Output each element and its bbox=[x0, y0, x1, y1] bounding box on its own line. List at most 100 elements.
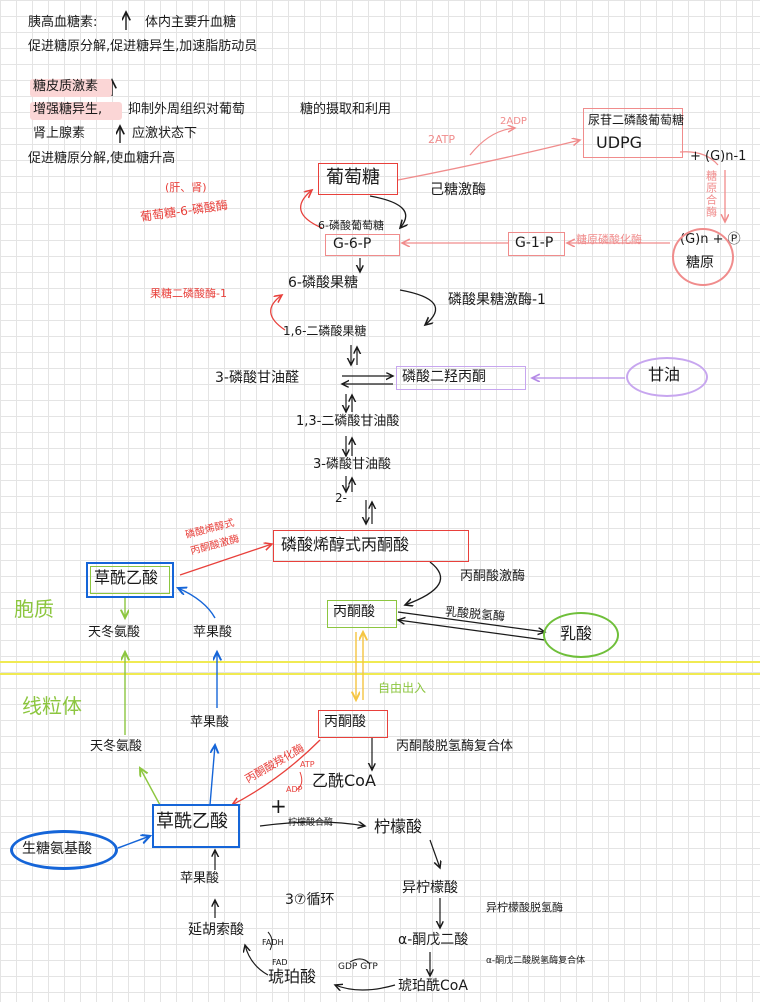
fumarate-label: 延胡索酸 bbox=[188, 922, 244, 938]
transport-label: 自由出入 bbox=[378, 681, 427, 695]
bpg13-label: 1,3-二磷酸甘油酸 bbox=[296, 414, 400, 429]
aspartate-cyto-label: 天冬氨酸 bbox=[88, 625, 141, 640]
succinate-label: 琥珀酸 bbox=[268, 967, 317, 986]
pg3-label: 3-磷酸甘油酸 bbox=[313, 457, 391, 472]
adp-label: 2ADP bbox=[500, 116, 527, 127]
fbpase1-arrow bbox=[270, 295, 286, 331]
icdh-label: 异柠檬酸脱氢酶 bbox=[486, 901, 563, 914]
glucose-label: 葡萄糖 bbox=[326, 167, 380, 188]
atp-mito-label: ATP bbox=[300, 760, 315, 769]
glycerol-circle bbox=[626, 357, 708, 397]
oxaloacetate-to-aspartate-mito-arrow bbox=[140, 768, 161, 806]
cortisol-effect-c: 糖的摄取和利用 bbox=[300, 102, 392, 117]
gn1-label: + (G)n-1 bbox=[690, 149, 747, 164]
glucagon-effect: 促进糖原分解,促进糖异生,加速脂肪动员 bbox=[28, 39, 258, 54]
f6p-label: 6-磷酸果糖 bbox=[288, 275, 358, 291]
pfk1-arrow bbox=[399, 289, 437, 325]
g6pase-arrow bbox=[300, 190, 323, 229]
adp-mito-label: ADP bbox=[286, 785, 303, 794]
oxaloacetate-mito-label: 草酰乙酸 bbox=[156, 811, 228, 832]
cortisol-label: 糖皮质激素 bbox=[33, 79, 99, 94]
fadh-label: FADH bbox=[262, 938, 284, 947]
malate-cyto-label: 苹果酸 bbox=[193, 625, 233, 640]
pep-label: 磷酸烯醇式丙酮酸 bbox=[281, 535, 410, 554]
g6p-name: 6-磷酸葡萄糖 bbox=[318, 219, 384, 232]
plus-sign: + bbox=[270, 794, 287, 818]
udpg-abbr: UDPG bbox=[596, 133, 643, 152]
cytoplasm-label: 胞质 bbox=[14, 597, 54, 621]
udpg-box bbox=[583, 108, 683, 158]
g1p-box bbox=[508, 232, 565, 256]
hexokinase-label: 己糖激酶 bbox=[430, 182, 486, 198]
dhap-box bbox=[396, 366, 526, 390]
epinephrine-label: 肾上腺素 bbox=[33, 126, 86, 141]
malate-mito-up-label: 苹果酸 bbox=[190, 715, 230, 730]
malate-mito-label: 苹果酸 bbox=[180, 871, 220, 886]
g3p-label: 3-磷酸甘油醛 bbox=[215, 370, 299, 386]
fbpase1-label: 果糖二磷酸酶-1 bbox=[150, 287, 227, 300]
highlight bbox=[30, 79, 112, 97]
citrate-label: 柠檬酸 bbox=[374, 817, 423, 836]
udpg-name: 尿苷二磷酸葡萄糖 bbox=[588, 113, 685, 127]
gtp-curl bbox=[349, 958, 371, 965]
pyruvate-box bbox=[327, 600, 397, 628]
cortisol-effect-a: 增强糖异生, bbox=[33, 102, 103, 117]
fad-curl bbox=[267, 931, 273, 951]
glucogenic-aa-arrow bbox=[117, 836, 150, 849]
epinephrine-effect: 促进糖原分解,使血糖升高 bbox=[28, 151, 176, 166]
oxaloacetate-mito-box bbox=[152, 804, 240, 848]
atp-curl bbox=[295, 771, 303, 791]
tca-arrow bbox=[429, 839, 440, 868]
udpg-to-synthase-line bbox=[679, 151, 719, 166]
epinephrine-condition: 应激状态下 bbox=[132, 126, 198, 141]
glycerol-label: 甘油 bbox=[648, 365, 681, 384]
akgdh-label: α-酮戊二酸脱氢酶复合体 bbox=[486, 956, 586, 966]
pepck-arrow bbox=[179, 544, 272, 576]
tca-cycle-label: 3⑦循环 bbox=[285, 892, 335, 908]
glucagon-label: 胰高血糖素: bbox=[28, 15, 98, 30]
dhap-label: 磷酸二羟丙酮 bbox=[402, 369, 486, 385]
pep-box bbox=[273, 530, 469, 562]
citrate-synthase-arrow bbox=[259, 822, 365, 826]
pyruvate-carboxylase-arrow bbox=[232, 739, 321, 805]
citrate-synthase-label: 柠檬酸合酶 bbox=[288, 818, 334, 828]
malate-to-oxaloacetate-arrow bbox=[178, 588, 216, 619]
pk-label: 丙酮酸激酶 bbox=[460, 569, 526, 584]
glucogenic-aa-circle bbox=[10, 830, 118, 870]
ldh-arrow bbox=[397, 611, 545, 632]
cortisol-effect-b: 抑制外周组织对葡萄 bbox=[128, 102, 246, 117]
glucagon-role: 体内主要升血糖 bbox=[145, 15, 237, 30]
acetyl-coa-label: 乙酰CoA bbox=[312, 771, 376, 790]
pyruvate-mito-box bbox=[318, 710, 388, 738]
ldh-arrow-back bbox=[398, 620, 546, 641]
pdh-label: 丙酮酸脱氢酶复合体 bbox=[396, 739, 514, 754]
highlight bbox=[30, 102, 122, 120]
tca-arrow bbox=[245, 945, 269, 976]
glycogen-label: 糖原 bbox=[686, 255, 714, 271]
g6p-box bbox=[325, 234, 400, 256]
oxaloacetate-cyto-label: 草酰乙酸 bbox=[94, 568, 159, 587]
mitochondria-label: 线粒体 bbox=[22, 694, 82, 718]
phosphorylase-label: 糖原磷酸化酶 bbox=[576, 233, 642, 246]
aspartate-mito-label: 天冬氨酸 bbox=[90, 739, 143, 754]
f16bp-label: 1,6-二磷酸果糖 bbox=[283, 324, 367, 338]
fad-label: FAD bbox=[272, 958, 288, 967]
glycogen-circle bbox=[672, 228, 734, 286]
liver-kidney-label: (肝、肾) bbox=[165, 181, 207, 194]
isocitrate-label: 异柠檬酸 bbox=[402, 880, 458, 896]
pg2-label: 2- bbox=[335, 491, 347, 505]
lactate-circle bbox=[543, 612, 619, 658]
g1p-label: G-1-P bbox=[515, 235, 554, 251]
atp-adp-arrow bbox=[469, 128, 515, 156]
pyruvate-mito-label: 丙酮酸 bbox=[324, 714, 366, 730]
gdp-gtp-label: GDP GTP bbox=[338, 962, 378, 972]
oxaloacetate-cyto-box bbox=[86, 562, 174, 598]
pfk1-label: 磷酸果糖激酶-1 bbox=[448, 292, 546, 308]
succinyl-coa-label: 琥珀酰CoA bbox=[398, 978, 468, 994]
pyruvate-kinase-arrow bbox=[405, 561, 442, 605]
atp-label: 2ATP bbox=[428, 133, 456, 146]
oxaloacetate-to-malate-arrow bbox=[209, 745, 215, 806]
pyruvate-label: 丙酮酸 bbox=[333, 604, 375, 620]
hexokinase-arrow bbox=[369, 195, 406, 228]
g6p-label: G-6-P bbox=[333, 236, 372, 252]
